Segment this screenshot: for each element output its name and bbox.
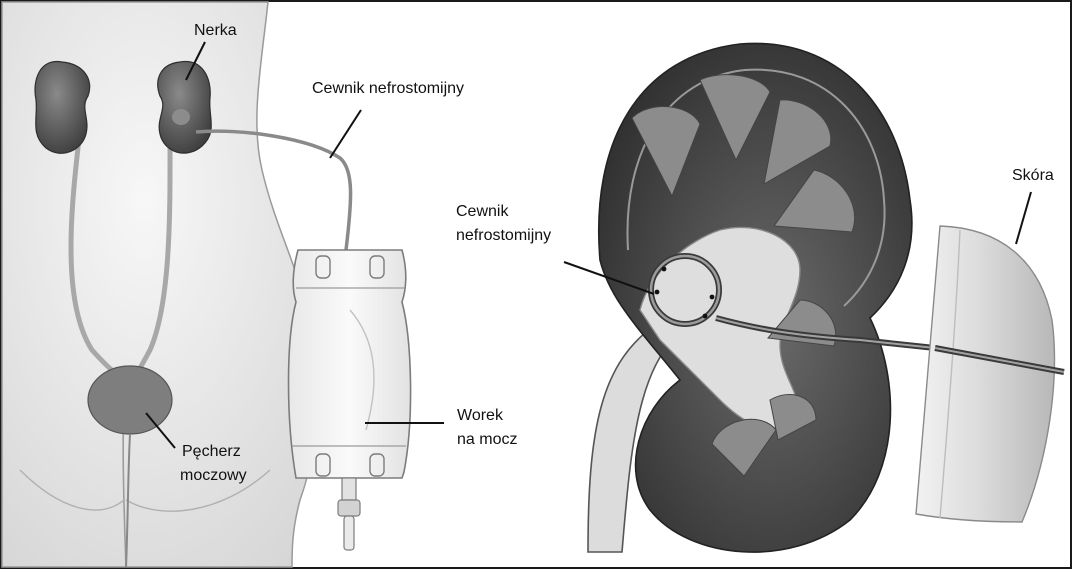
kidney-left <box>35 62 90 154</box>
label-bag-line2: na mocz <box>457 431 517 448</box>
label-bladder-line2: moczowy <box>180 467 247 484</box>
label-skin: Skóra <box>1012 167 1054 184</box>
bag-drain-tip <box>338 500 360 516</box>
catheter-hole-3 <box>710 295 715 300</box>
catheter-hole-1 <box>655 290 660 295</box>
label-catheter-right-line2: nefrostomijny <box>456 227 551 244</box>
label-catheter-left: Cewnik nefrostomijny <box>312 80 464 97</box>
bag-body <box>289 250 411 478</box>
kidney-right <box>158 61 211 153</box>
bag-drain-valve <box>342 478 356 500</box>
bladder <box>88 366 172 434</box>
label-catheter-right-line1: Cewnik <box>456 203 509 220</box>
label-bag-line1: Worek <box>457 407 504 424</box>
kidney-right-pelvis <box>172 109 190 125</box>
bag-drain-end <box>344 516 354 550</box>
label-kidney: Nerka <box>194 22 237 39</box>
catheter-hole-4 <box>703 314 708 319</box>
catheter-hole-2 <box>662 267 667 272</box>
label-bladder-line1: Pęcherz <box>182 443 241 460</box>
